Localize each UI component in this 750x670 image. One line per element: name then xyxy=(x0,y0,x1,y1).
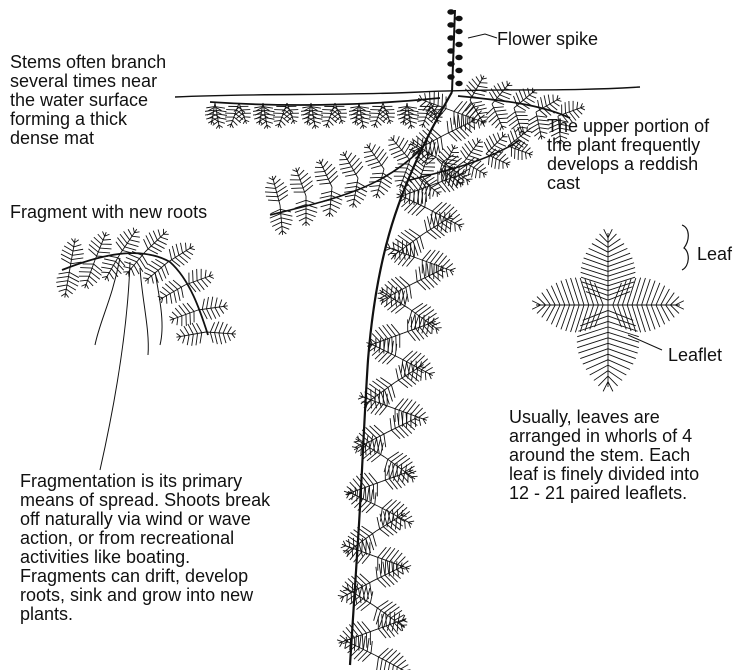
whorl-leaf xyxy=(608,278,684,333)
stem-leaf xyxy=(343,584,374,611)
surface-branch-left xyxy=(210,98,440,105)
leaf-label: Leaf xyxy=(697,245,732,264)
leaf-whorl-diagram xyxy=(532,229,684,391)
leaf-bracket xyxy=(682,225,688,270)
fragment-leaf xyxy=(144,229,169,254)
branch-leaf xyxy=(388,135,413,160)
branch-leaf xyxy=(265,176,288,205)
surface-mat-leaf xyxy=(513,88,537,111)
flower-bud xyxy=(456,81,462,85)
flower-bud xyxy=(456,42,462,46)
branch-leaf xyxy=(290,167,313,196)
flower-bud xyxy=(448,75,454,79)
stem-leaf xyxy=(354,435,385,462)
surface-mat-leaf xyxy=(486,104,508,130)
stem-leaf xyxy=(445,115,477,142)
fragmentation-description: Fragmentation is its primary means of sp… xyxy=(20,472,310,624)
fragment-leaves xyxy=(56,228,236,346)
branch-leaf xyxy=(314,159,337,187)
flower-bud xyxy=(456,68,462,72)
fragment-leaf xyxy=(158,280,185,304)
fragment-leaf xyxy=(79,260,102,289)
flower-spike xyxy=(448,10,462,92)
stem-leaf xyxy=(404,315,437,341)
stem-leaf xyxy=(367,338,399,365)
branch-leaf xyxy=(319,187,342,217)
stem-leaf xyxy=(423,212,454,239)
fragment-leaf xyxy=(101,254,125,281)
flower-bud xyxy=(448,49,454,53)
whorl-leaf xyxy=(532,278,608,333)
branch-leaf xyxy=(295,196,318,226)
whorl-leaf xyxy=(577,305,639,391)
fragment-label: Fragment with new roots xyxy=(10,203,207,222)
branch-leaf xyxy=(461,138,484,162)
flower-spike-leader xyxy=(468,34,497,38)
stems-branch-label: Stems often branch several times near th… xyxy=(10,53,210,148)
flower-bud xyxy=(448,10,454,14)
flower-bud xyxy=(448,62,454,66)
fragment-roots xyxy=(95,258,162,470)
water-surface-line xyxy=(175,87,640,97)
stem-leaf xyxy=(374,547,411,576)
fragment-leaf xyxy=(169,303,198,326)
stem-leaf xyxy=(337,621,374,650)
stem-leaf xyxy=(413,263,445,290)
stem-leaf xyxy=(385,240,418,266)
fragment-leaf xyxy=(116,228,140,254)
stem-leaf xyxy=(397,189,429,216)
surface-mat-leaf xyxy=(465,100,487,125)
leaflet-label: Leaflet xyxy=(668,346,722,365)
fragment-leaf xyxy=(206,322,236,345)
branch-leaf xyxy=(364,143,388,169)
flower-bud xyxy=(448,36,454,40)
whorl-leaf xyxy=(581,229,636,305)
stem-leaf xyxy=(375,648,411,670)
whorl-description: Usually, leaves are arranged in whorls o… xyxy=(509,408,749,503)
fragment-leaf xyxy=(56,268,79,298)
leaflet-pointer xyxy=(628,335,662,350)
upper-portion-label: The upper portion of the plant frequentl… xyxy=(547,117,747,193)
flower-bud xyxy=(456,29,462,33)
stem-leaf xyxy=(391,399,428,428)
flower-bud xyxy=(456,55,462,59)
flower-spike-label: Flower spike xyxy=(497,30,598,49)
fragment-leaf xyxy=(176,323,206,346)
flower-bud xyxy=(456,16,462,20)
branch-leaf xyxy=(484,132,507,155)
flower-bud xyxy=(448,23,454,27)
branch-leaf xyxy=(339,151,363,178)
